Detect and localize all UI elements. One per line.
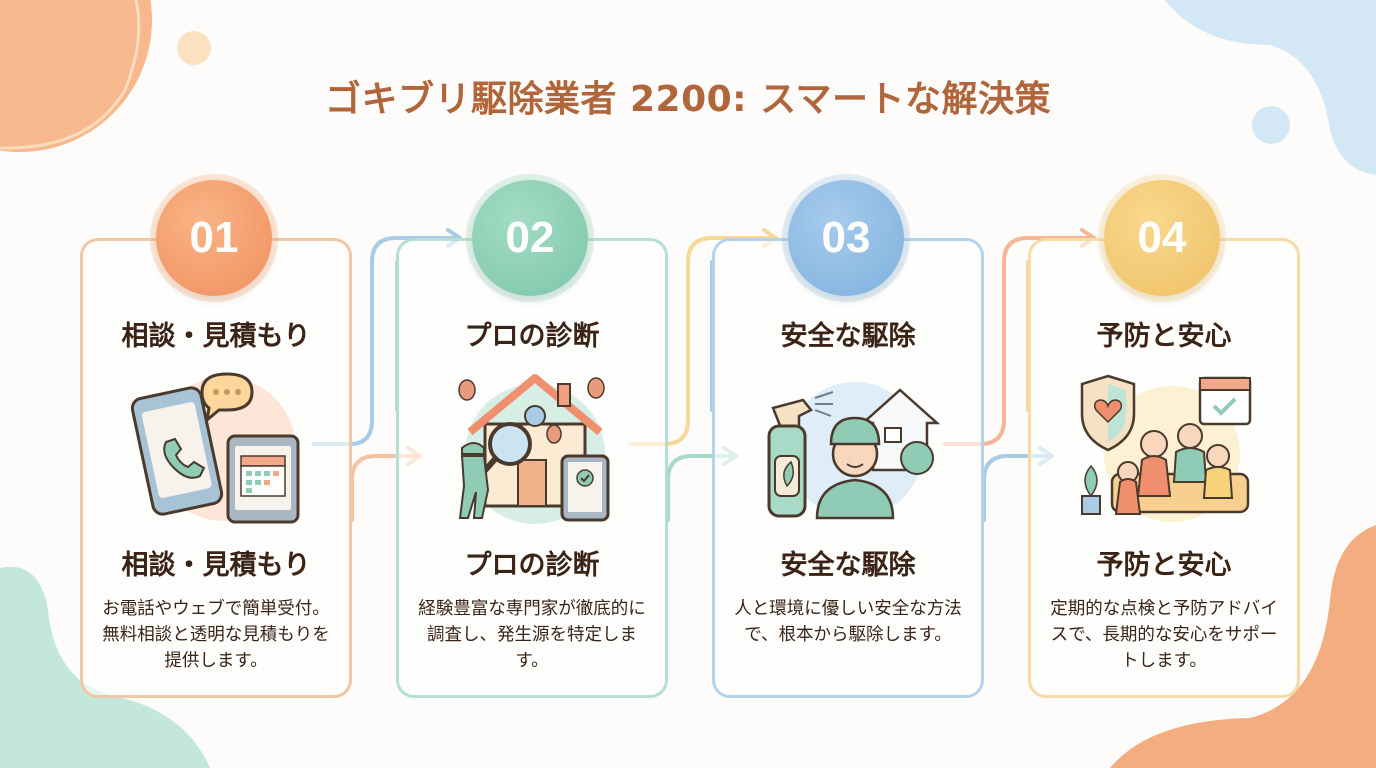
step-badge-3: 03 xyxy=(782,174,910,302)
spray-technician-icon xyxy=(767,382,941,520)
step-description-3: 人と環境に優しい安全な方法で、根本から駆除します。 xyxy=(734,599,962,645)
page-title: ゴキブリ駆除業者 2200: スマートな解決策 xyxy=(324,79,1052,120)
step-description-2: 経験豊富な専門家が徹底的に調査し、発生源を特定します。 xyxy=(418,599,646,671)
step-subheading-2: プロの診断 xyxy=(464,550,600,581)
step-heading-2: プロの診断 xyxy=(464,321,600,352)
step-heading-3: 安全な駆除 xyxy=(780,321,916,352)
step-subheading-4: 予防と安心 xyxy=(1096,550,1232,581)
family-shield-icon xyxy=(1080,374,1252,522)
step-subheading-3: 安全な駆除 xyxy=(780,550,916,581)
house-inspection-icon xyxy=(458,374,610,524)
step-heading-1: 相談・見積もり xyxy=(121,321,311,352)
phone-tablet-calendar-icon xyxy=(130,372,300,524)
step-heading-4: 予防と安心 xyxy=(1096,321,1232,352)
step-description-4: 定期的な点検と予防アドバイスで、長期的な安心をサポートします。 xyxy=(1050,599,1278,671)
step-badge-1: 01 xyxy=(150,174,278,302)
step-badge-2: 02 xyxy=(466,174,594,302)
step-subheading-1: 相談・見積もり xyxy=(121,550,311,581)
step-description-1: お電話やウェブで簡単受付。無料相談と透明な見積もりを提供します。 xyxy=(102,599,330,671)
step-badge-4: 04 xyxy=(1098,174,1226,302)
